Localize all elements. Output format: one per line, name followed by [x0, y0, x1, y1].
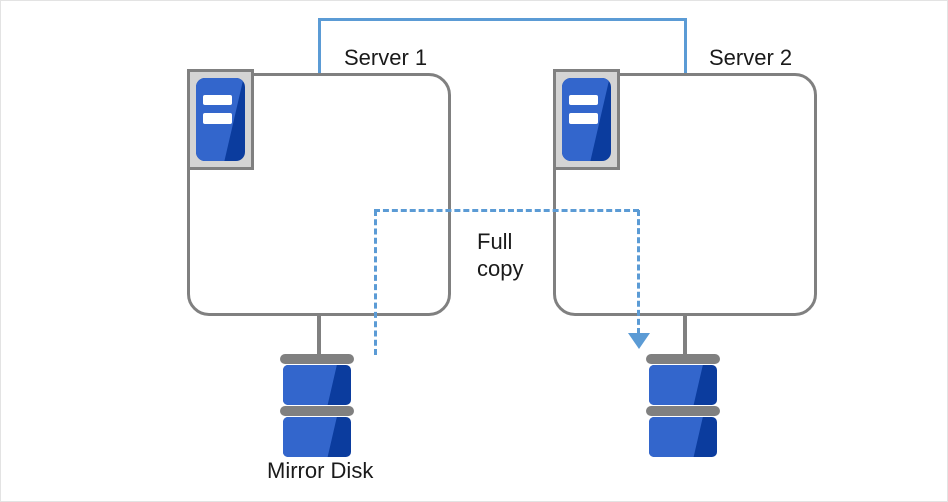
- disk1-label: Mirror Disk: [267, 458, 374, 483]
- disk-plate-top: [646, 354, 720, 364]
- disk-plate-middle: [280, 406, 354, 416]
- chip-slot-bottom: [568, 112, 599, 124]
- server1-disk-connector: [317, 314, 321, 359]
- disk-platter-top: [283, 365, 351, 405]
- server-chip: [562, 78, 611, 161]
- disk2-icon: [646, 354, 720, 457]
- server2-disk-connector: [683, 314, 687, 359]
- interconnect-bracket: [318, 18, 687, 74]
- disk-highlight: [283, 365, 338, 405]
- full-copy-label-line2: copy: [477, 256, 524, 281]
- chip-slot-top: [202, 94, 233, 106]
- full-copy-path-end: [637, 210, 640, 334]
- server1-icon: [187, 69, 254, 170]
- server2-label: Server 2: [709, 45, 793, 70]
- disk-platter-top: [649, 365, 717, 405]
- chip-slot-bottom: [202, 112, 233, 124]
- server2-icon: [553, 69, 620, 170]
- server-chip: [196, 78, 245, 161]
- full-copy-path-top: [374, 209, 639, 212]
- full-copy-label-line1: Full: [477, 229, 513, 254]
- disk-platter-bottom: [649, 417, 717, 457]
- full-copy-arrowhead: [628, 333, 650, 349]
- disk1-icon: [280, 354, 354, 457]
- disk-plate-middle: [646, 406, 720, 416]
- disk-highlight: [283, 417, 338, 457]
- full-copy-path-start: [374, 210, 377, 355]
- chip-slot-top: [568, 94, 599, 106]
- disk-plate-top: [280, 354, 354, 364]
- disk-platter-bottom: [283, 417, 351, 457]
- server1-label: Server 1: [344, 45, 428, 70]
- disk-highlight: [649, 365, 704, 405]
- disk-highlight: [649, 417, 704, 457]
